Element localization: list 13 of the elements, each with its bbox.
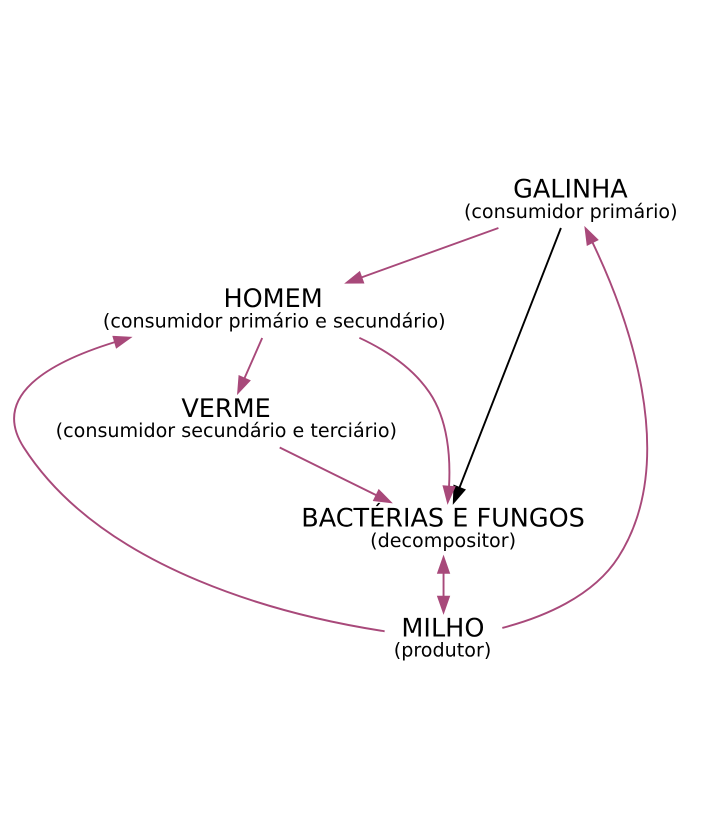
arrow — [358, 336, 456, 505]
arrow — [452, 228, 562, 505]
node-text: BACTÉRIAS E FUNGOS (decompositor) — [301, 504, 585, 552]
arrow — [436, 554, 450, 615]
arrow — [344, 227, 499, 284]
arrow — [502, 226, 648, 629]
node-text: GALINHA (consumidor primário) — [464, 174, 678, 223]
arrow — [279, 446, 393, 504]
node-text: VERME (consumidor secundário e terciário) — [56, 394, 398, 442]
node-text: MILHO (produtor) — [394, 613, 492, 662]
arrow — [14, 336, 385, 632]
arrow — [237, 338, 264, 396]
node-text: HOMEM (consumidor primário e secundário) — [102, 284, 446, 332]
